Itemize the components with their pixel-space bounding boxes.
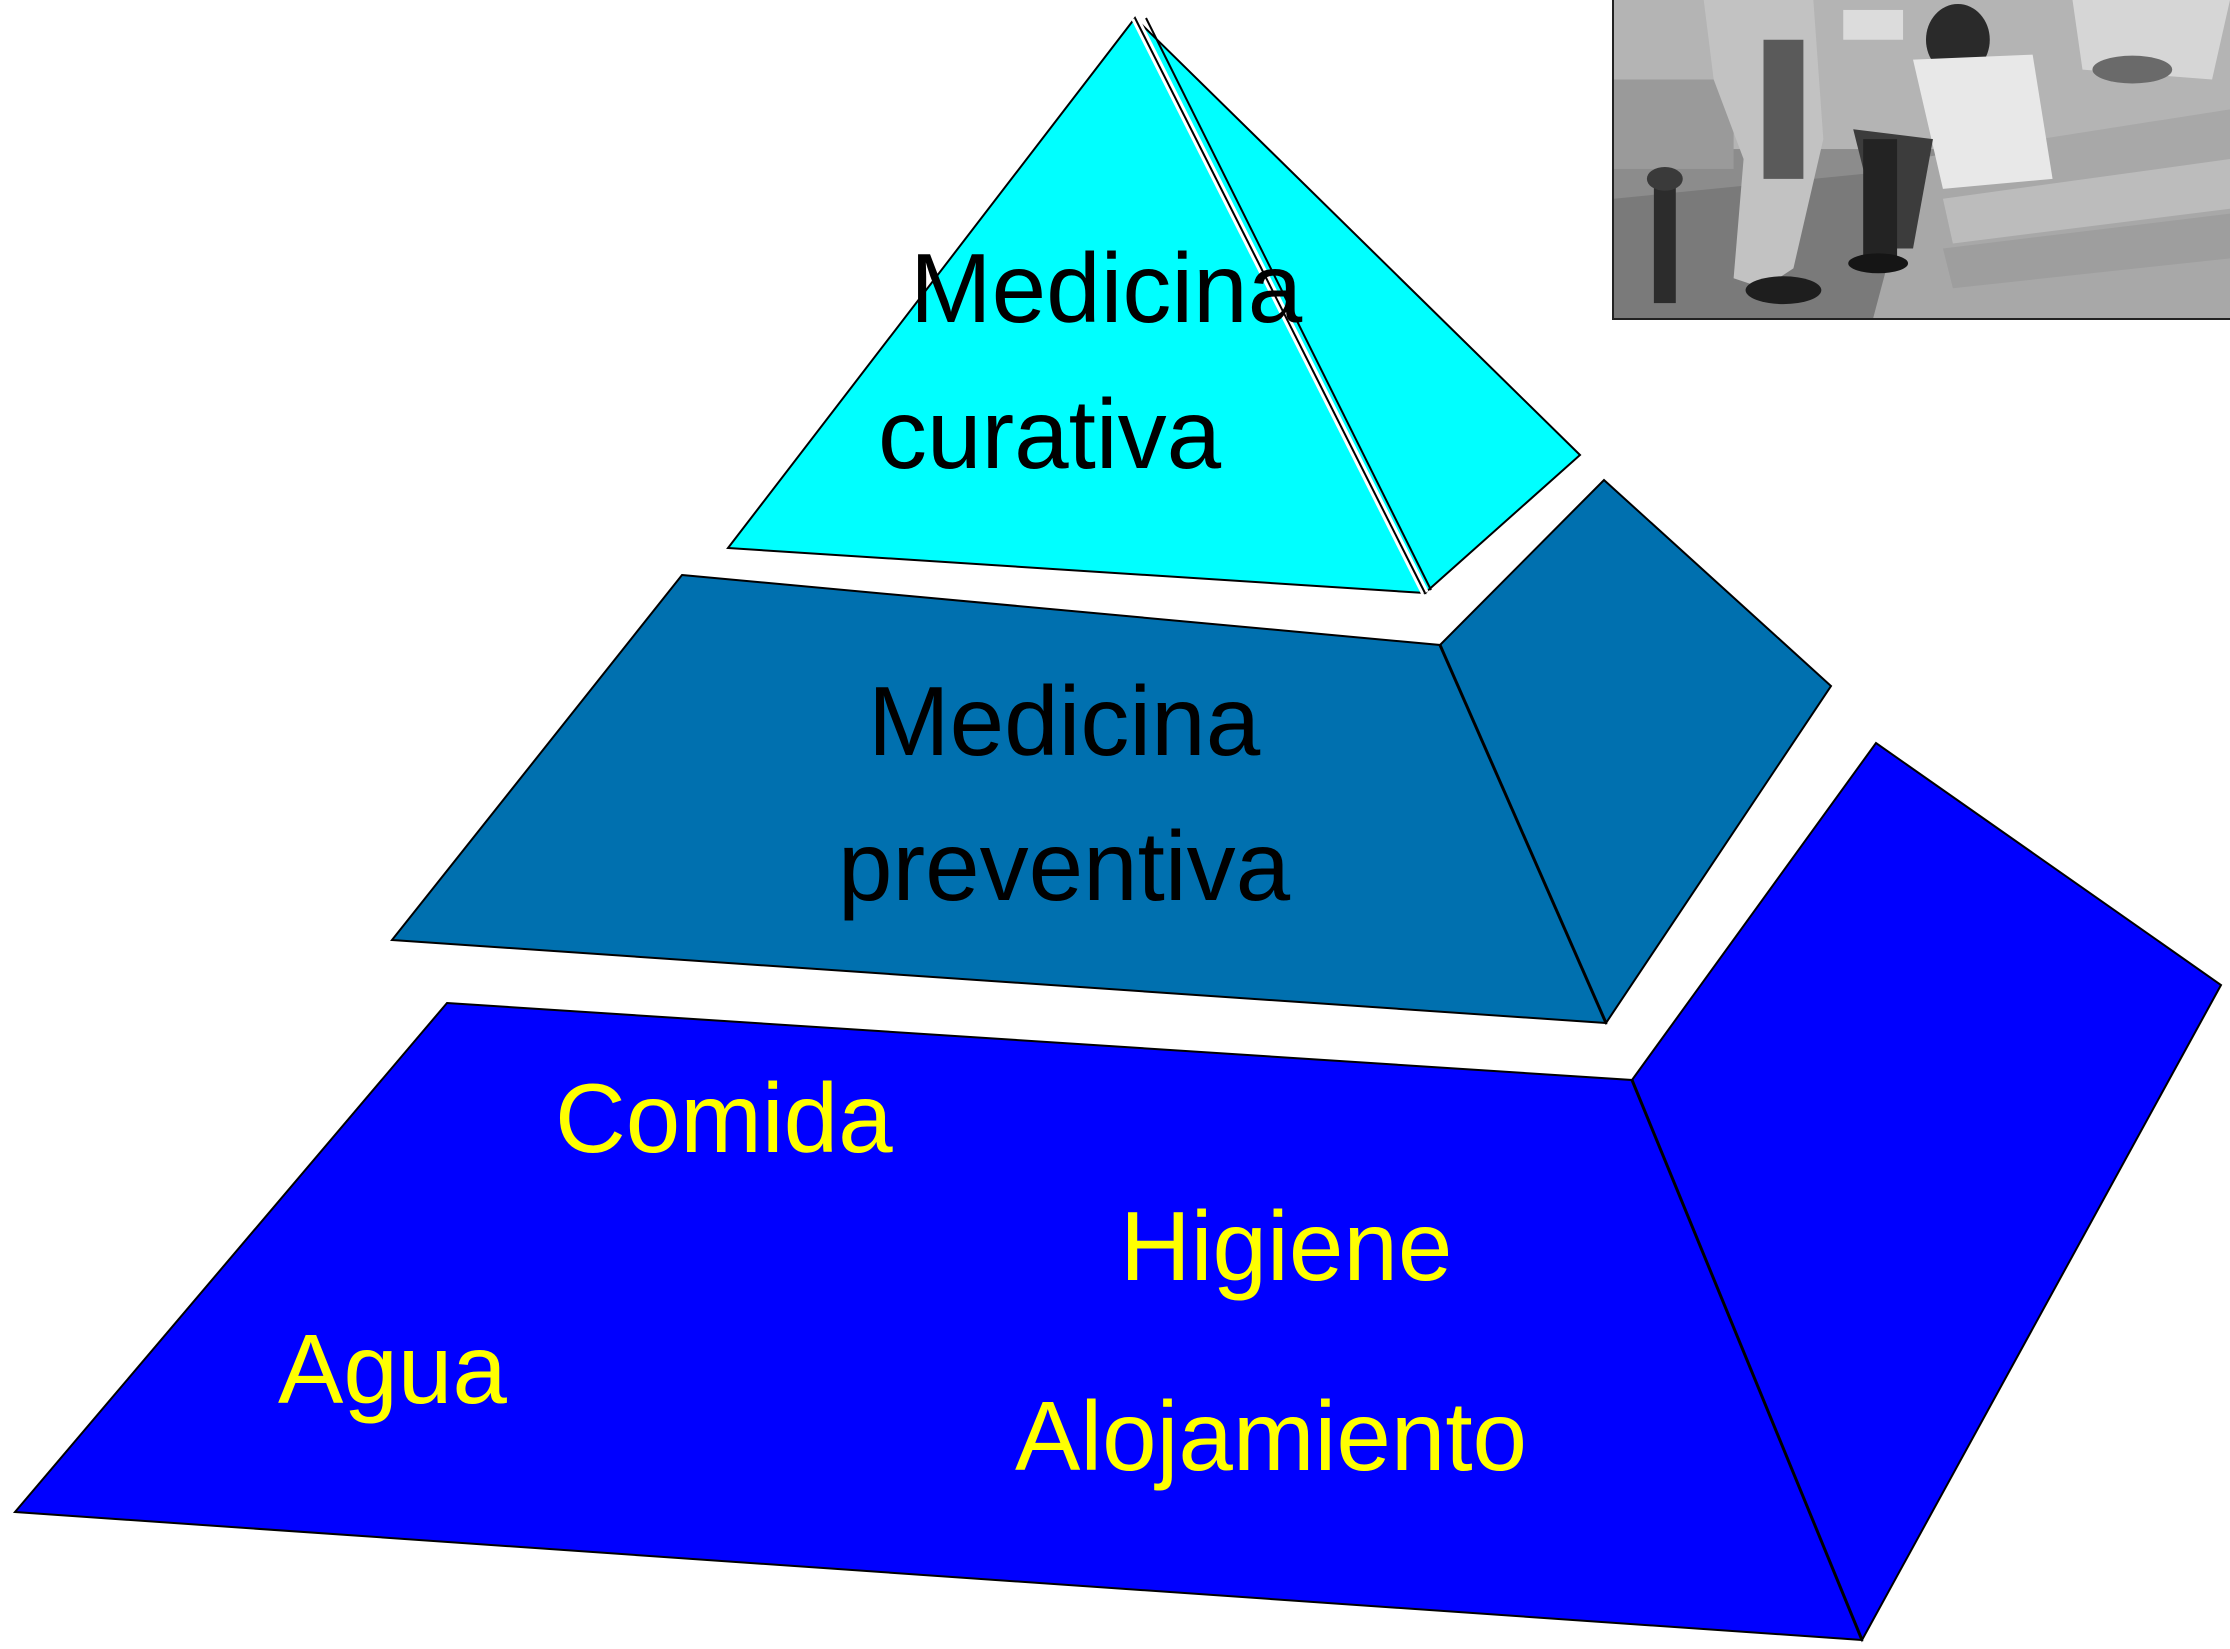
label-agua: Agua — [278, 1314, 507, 1424]
photo-prosthetic-fitting — [1612, 0, 2230, 320]
label-higiene: Higiene — [1120, 1191, 1452, 1301]
label-medicina-preventiva-line1: Medicina — [868, 666, 1261, 776]
label-alojamiento: Alojamiento — [1015, 1381, 1527, 1491]
label-comida: Comida — [555, 1063, 893, 1173]
pyramid-tier-bottom: Comida Higiene Agua Alojamiento — [12, 741, 2223, 1643]
label-medicina-curativa-line1: Medicina — [910, 233, 1303, 343]
pyramid-tier-top: Medicina curativa — [726, 16, 1582, 595]
tier-middle-front-face — [390, 573, 1608, 1025]
label-medicina-curativa-line2: curativa — [878, 379, 1222, 489]
pyramid-tier-middle: Medicina preventiva — [390, 478, 1833, 1026]
label-medicina-preventiva-line2: preventiva — [838, 811, 1291, 921]
